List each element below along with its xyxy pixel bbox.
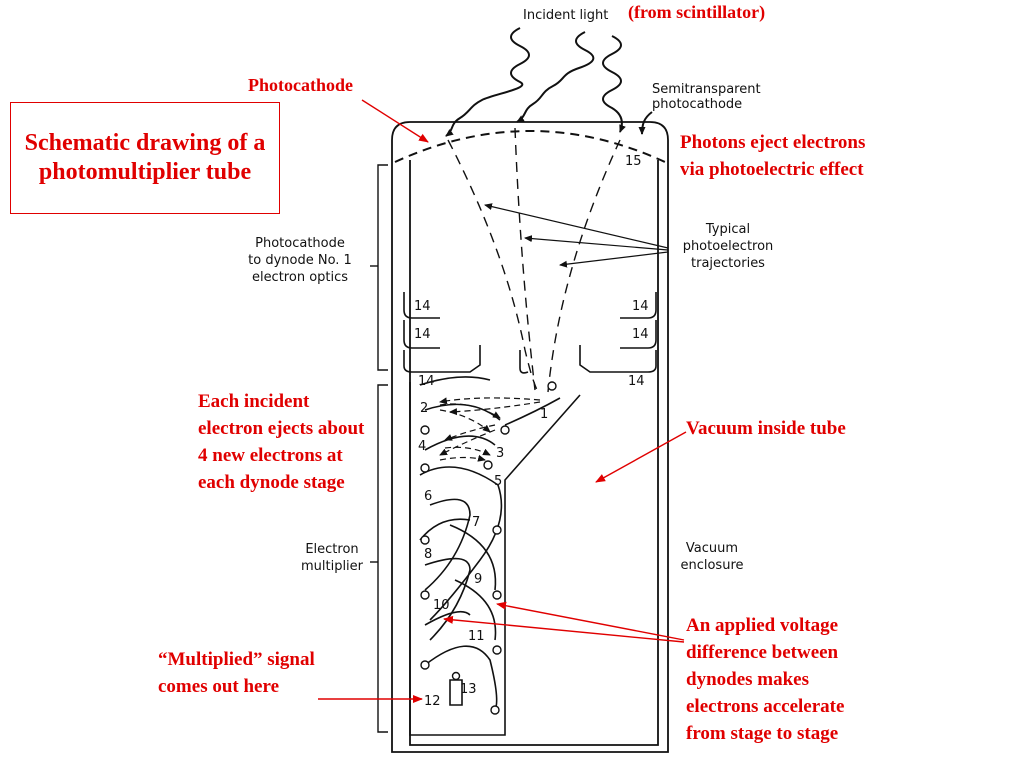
typical-label-1: Typical: [705, 222, 750, 237]
semitransparent-label-2: photocathode: [652, 97, 742, 112]
outer-envelope: [391, 121, 669, 753]
applied-voltage-note: An applied voltage difference between dy…: [686, 615, 845, 744]
title-box: Schematic drawing of a photomultiplier t…: [10, 102, 280, 214]
incident-light-rays: [445, 27, 653, 137]
optics-label-1: Photocathode: [255, 236, 345, 251]
electrode-number-14e: 14: [418, 374, 435, 389]
light-ray-right: [602, 35, 626, 133]
typical-label-3: trajectories: [691, 256, 765, 271]
photocathode-curve: [394, 130, 666, 163]
dynode-number-4: 4: [418, 439, 426, 454]
light-ray-middle: [516, 31, 595, 123]
multiplied-signal-note: “Multiplied” signal comes out here: [158, 649, 315, 697]
electrode-number-14c: 14: [632, 299, 649, 314]
dynode-number-3: 3: [496, 446, 504, 461]
optics-label-3: electron optics: [252, 270, 348, 285]
section-brackets: [370, 164, 388, 733]
optics-label-2: to dynode No. 1: [248, 253, 352, 268]
typical-label-2: photoelectron: [683, 239, 774, 254]
vacuum-enclosure: [391, 121, 669, 753]
figure-labels: Incident light Semitransparent photocath…: [248, 8, 773, 574]
electrode-number-14f: 14: [628, 374, 645, 389]
vacuum-arrow: [595, 431, 687, 483]
voltage-arrow-upper: [496, 601, 685, 641]
electrode-number-14d: 14: [632, 327, 649, 342]
dynode-number-2: 2: [420, 401, 428, 416]
electrode-number-14b: 14: [414, 327, 431, 342]
optics-bracket: [377, 164, 388, 371]
dynode-terminals: [420, 381, 557, 715]
multiplier-label-2: multiplier: [301, 559, 364, 574]
vacuum-label-2: enclosure: [680, 558, 743, 573]
electrode-number-14a: 14: [414, 299, 431, 314]
photocathode-note: Photocathode: [248, 75, 353, 95]
inner-envelope: [409, 160, 659, 746]
voltage-arrow-lower: [443, 615, 685, 643]
photocathode-arrow: [361, 99, 429, 143]
vacuum-label-1: Vacuum: [686, 541, 738, 556]
dynode-chain: [409, 376, 581, 736]
anode-number-12: 12: [424, 694, 441, 709]
focusing-electrodes: [403, 292, 657, 374]
dynode-number-9: 9: [474, 572, 482, 587]
photons-eject-note: Photons eject electrons via photoelectri…: [680, 132, 866, 180]
from-scintillator-note: (from scintillator): [628, 2, 766, 22]
dynode-number-8: 8: [424, 547, 432, 562]
multiplier-label-1: Electron: [305, 542, 358, 557]
photocathode-number-15: 15: [625, 154, 642, 169]
trajectory-pointers: [484, 203, 669, 268]
dynode-number-1: 1: [540, 407, 548, 422]
vacuum-inside-note: Vacuum inside tube: [686, 418, 846, 439]
diagram-title: Schematic drawing of a photomultiplier t…: [24, 130, 266, 185]
semitransparent-pointer: [638, 111, 653, 135]
dynode-number-5: 5: [494, 474, 502, 489]
electron-cascade: [439, 397, 541, 462]
dynode-number-10: 10: [433, 598, 450, 613]
dynode-number-7: 7: [472, 515, 480, 530]
each-incident-note: Each incident electron ejects about 4 ne…: [198, 391, 365, 493]
dynode-numbers: 1 2 3 4 5 6 7 8 9 10 11 12 13 14 14 14 1…: [414, 154, 649, 709]
dynode-number-11: 11: [468, 629, 485, 644]
multiplier-bracket: [377, 384, 388, 733]
dynode-number-6: 6: [424, 489, 432, 504]
annotation-arrows: [318, 99, 687, 703]
incident-light-label: Incident light: [523, 8, 608, 23]
semitransparent-label-1: Semitransparent: [652, 82, 761, 97]
light-ray-left: [445, 27, 530, 137]
photoelectron-trajectories: [447, 127, 621, 393]
dynode-number-13: 13: [460, 682, 477, 697]
